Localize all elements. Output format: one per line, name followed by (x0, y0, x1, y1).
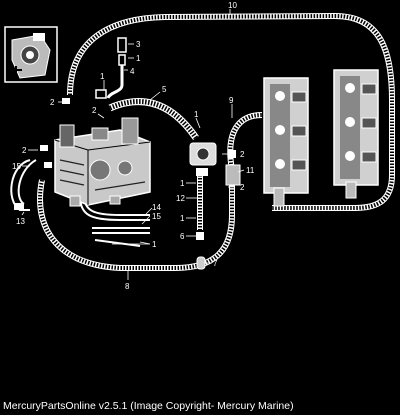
callout-3: 3 (136, 40, 141, 49)
callout-1: 1 (180, 179, 185, 188)
callout-1: 1 (100, 72, 105, 81)
callout-15: 15 (152, 212, 161, 221)
callout-1: 1 (180, 214, 185, 223)
callout-labels: 10 3 1 4 1 2 5 2 9 1 2 2 15 11 1 2 13 12… (12, 1, 255, 291)
hose-9 (227, 112, 263, 171)
callout-6: 6 (180, 232, 185, 241)
callout-8: 8 (125, 282, 130, 291)
callout-9: 9 (229, 96, 234, 105)
callout-2: 2 (240, 183, 245, 192)
callout-1: 1 (152, 240, 157, 249)
fuel-module (54, 117, 151, 207)
callout-5: 5 (162, 85, 167, 94)
hose-8 (37, 175, 235, 271)
callout-1: 1 (136, 54, 141, 63)
callout-2: 2 (240, 150, 245, 159)
callout-4: 4 (130, 67, 135, 76)
hose-15-lower (92, 227, 150, 247)
callout-13: 13 (16, 217, 25, 226)
callout-14: 14 (152, 203, 161, 212)
hose-10 (67, 12, 395, 211)
callout-10: 10 (228, 1, 237, 10)
leader-lines (21, 9, 245, 280)
inset-detail (4, 26, 58, 83)
fuel-system-exploded-diagram: 10 3 1 4 1 2 5 2 9 1 2 2 15 11 1 2 13 12… (4, 1, 395, 291)
hose-5 (108, 98, 199, 140)
callout-2: 2 (50, 98, 55, 107)
fitting-3-4 (95, 37, 127, 99)
callout-2: 2 (92, 106, 97, 115)
image-caption: MercuryPartsOnline v2.5.1 (Image Copyrig… (3, 400, 294, 412)
fuel-pump-assembly (189, 142, 241, 270)
fuel-rail-left (263, 77, 309, 207)
callout-7: 7 (213, 259, 218, 268)
fuel-rail-right (333, 69, 379, 199)
callout-1: 1 (194, 110, 199, 119)
callout-12: 12 (176, 194, 185, 203)
clamps-left (14, 98, 70, 210)
callout-15: 15 (12, 162, 21, 171)
callout-2: 2 (22, 146, 27, 155)
callout-11: 11 (246, 166, 255, 175)
